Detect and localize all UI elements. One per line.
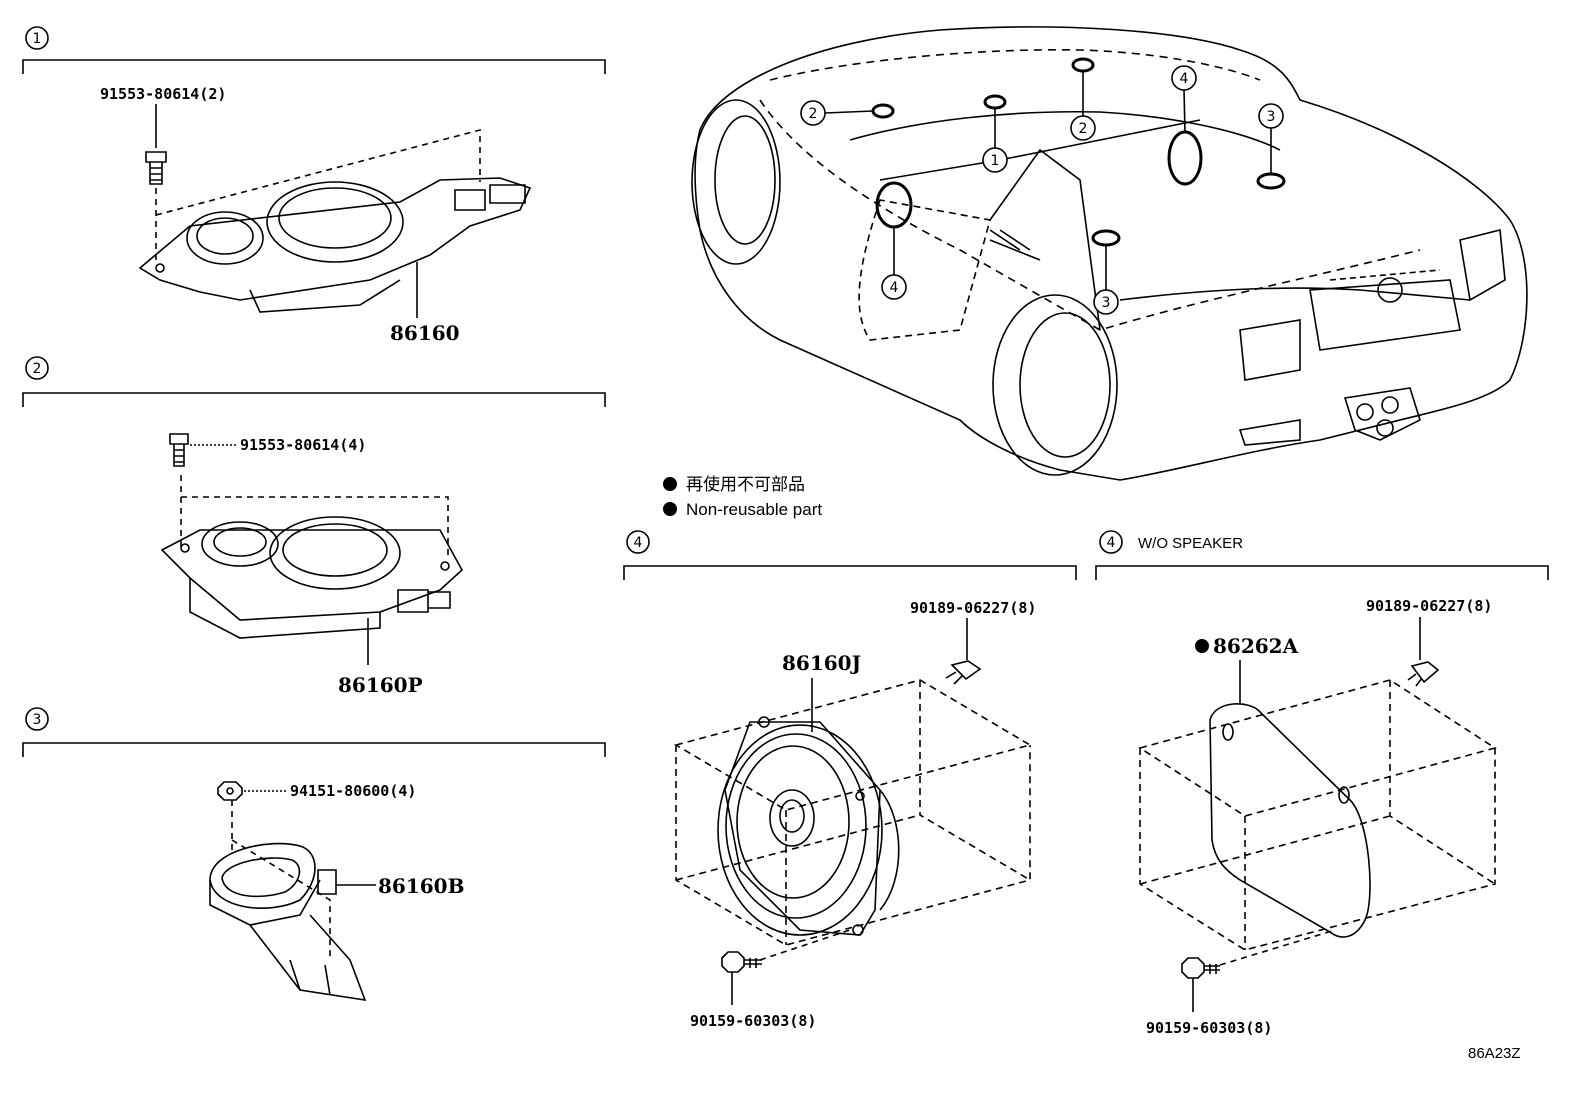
car-callout-4-door: 4 <box>881 227 907 300</box>
speaker-location-2-front <box>871 103 895 119</box>
section-4-without-speaker: 4 W/O SPEAKER 90189-06227(8) 86262A 9015… <box>1095 530 1549 1037</box>
clip-icon <box>1407 661 1440 687</box>
section-2: 2 91553-80614(4) 86160P <box>22 356 606 697</box>
license-plate-recess <box>1309 279 1461 351</box>
bolt-icon <box>169 433 189 467</box>
part-number-91553-80614-4: 91553-80614(4) <box>240 436 366 454</box>
part-number-90159-60303-8: 90159-60303(8) <box>690 1012 816 1030</box>
part-number-94151-80600-4: 94151-80600(4) <box>290 782 416 800</box>
non-reusable-marker-icon <box>663 502 677 516</box>
exhaust-icon <box>1343 387 1421 441</box>
section-3-badge <box>25 707 49 731</box>
svg-text:4: 4 <box>890 280 899 296</box>
section-2-badge <box>25 356 49 380</box>
section-4b-title: W/O SPEAKER <box>1138 535 1243 552</box>
dashed-guide <box>231 800 331 960</box>
part-number-86262A: 86262A <box>1213 634 1299 658</box>
rear-wheel <box>992 294 1118 476</box>
section-4-badge <box>626 530 650 554</box>
non-reusable-marker-icon <box>663 477 677 491</box>
door-speaker-86160J <box>717 716 900 936</box>
clip-icon <box>945 660 982 685</box>
svg-text:1: 1 <box>991 153 1000 169</box>
figure-code: 86A23Z <box>1468 1045 1521 1062</box>
speaker-unit-86160P <box>160 516 464 639</box>
part-number-91553-80614-2: 91553-80614(2) <box>100 85 226 103</box>
speaker-location-3-rear <box>1256 172 1286 190</box>
car-callout-3-rear: 3 <box>1258 103 1284 174</box>
section-2-number: 2 <box>33 361 42 377</box>
svg-text:3: 3 <box>1267 109 1276 125</box>
speaker-location-2-rear <box>1071 57 1095 73</box>
svg-text:4: 4 <box>1180 71 1189 87</box>
section-2-bracket <box>22 392 606 407</box>
section-1-number: 1 <box>33 31 42 47</box>
car-callout-3-door: 3 <box>1093 245 1119 315</box>
section-4-bracket <box>623 565 1077 580</box>
legend: 再使用不可部品 Non-reusable part <box>663 474 822 519</box>
section-1: 1 91553-80614(2) 86160 <box>22 26 606 345</box>
car-callout-2-rear: 2 <box>1070 71 1096 141</box>
screw-icon <box>1181 957 1220 979</box>
section-4b-bracket <box>1095 565 1549 580</box>
part-number-86160B: 86160B <box>378 874 464 898</box>
svg-text:3: 3 <box>1102 295 1111 311</box>
dashed-guide <box>155 128 481 216</box>
tweeter-unit-86160B <box>209 842 367 1001</box>
section-4b-badge <box>1099 530 1123 554</box>
dashed-guide <box>1219 929 1336 966</box>
front-wheel <box>691 99 781 265</box>
speaker-unit-86160 <box>138 177 532 313</box>
screw-icon <box>721 951 762 973</box>
section-3-bracket <box>22 742 606 757</box>
bolt-icon <box>145 151 167 185</box>
section-4b-number: 4 <box>1107 535 1116 551</box>
section-3: 3 94151-80600(4) 86160B <box>22 707 606 1001</box>
part-number-86160: 86160 <box>390 321 460 345</box>
section-1-badge <box>25 26 49 50</box>
legend-english: Non-reusable part <box>686 500 822 519</box>
nut-icon <box>217 781 243 801</box>
section-3-number: 3 <box>33 712 42 728</box>
non-reusable-marker-icon <box>1195 639 1209 653</box>
part-number-86160P: 86160P <box>338 673 423 697</box>
car-callout-2-front: 2 <box>800 100 874 126</box>
dashed-guide <box>180 475 449 555</box>
speaker-location-3-door <box>1091 229 1121 247</box>
svg-text:2: 2 <box>809 106 818 122</box>
hole-cover-86262A <box>1209 703 1371 938</box>
mounting-box-guide <box>1138 679 1497 951</box>
legend-japanese: 再使用不可部品 <box>686 474 805 494</box>
part-number-86160J: 86160J <box>782 651 861 675</box>
speaker-location-4-rear <box>1167 130 1203 186</box>
svg-text:2: 2 <box>1079 121 1088 137</box>
emblem <box>1377 277 1403 303</box>
speaker-location-1 <box>983 94 1007 110</box>
dashed-guide <box>759 929 851 961</box>
part-number-90159-60303-8-b: 90159-60303(8) <box>1146 1019 1272 1037</box>
car-illustration: 2 1 2 4 3 4 3 <box>691 26 1528 481</box>
part-number-90189-06227-8-b: 90189-06227(8) <box>1366 597 1492 615</box>
part-number-90189-06227-8: 90189-06227(8) <box>910 599 1036 617</box>
section-1-bracket <box>22 59 606 74</box>
car-body <box>694 26 1528 481</box>
car-callout-4-rear: 4 <box>1171 65 1197 133</box>
car-callout-1: 1 <box>982 108 1008 173</box>
section-4-number: 4 <box>634 535 643 551</box>
mounting-box-guide <box>673 679 1033 946</box>
section-4-speaker: 4 90189-06227(8) 86160J 9 <box>623 530 1077 1030</box>
